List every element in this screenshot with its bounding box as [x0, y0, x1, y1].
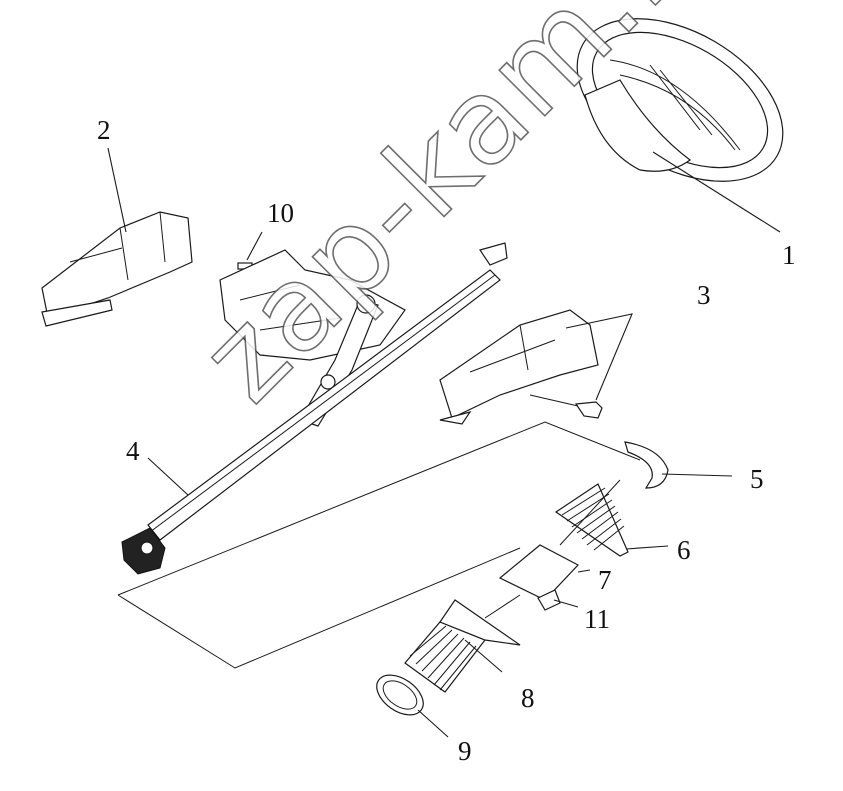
callout-9: 9	[458, 736, 472, 766]
callout-3: 3	[697, 280, 711, 310]
part-steering-wheel	[576, 18, 784, 182]
callout-10: 10	[267, 198, 294, 228]
callout-7: 7	[598, 565, 612, 595]
callout-4: 4	[126, 436, 140, 466]
callout-11: 11	[584, 604, 610, 634]
callout-8: 8	[521, 683, 535, 713]
leader-lines	[107, 147, 781, 738]
assembly-frame	[117, 421, 641, 669]
callout-5: 5	[750, 464, 764, 494]
part-seal-6	[554, 483, 629, 557]
part-ring-9	[376, 674, 424, 716]
callout-6: 6	[677, 535, 691, 565]
part-clip-5	[624, 441, 669, 489]
callout-2: 2	[97, 115, 111, 145]
part-plate-7	[498, 544, 579, 611]
part-upper-cover	[41, 211, 193, 327]
part-lower-cover	[439, 309, 603, 425]
callout-1: 1	[782, 240, 796, 270]
part-column-bracket	[219, 249, 406, 427]
part-boot-8	[404, 599, 521, 693]
part-steering-shaft	[121, 242, 508, 575]
